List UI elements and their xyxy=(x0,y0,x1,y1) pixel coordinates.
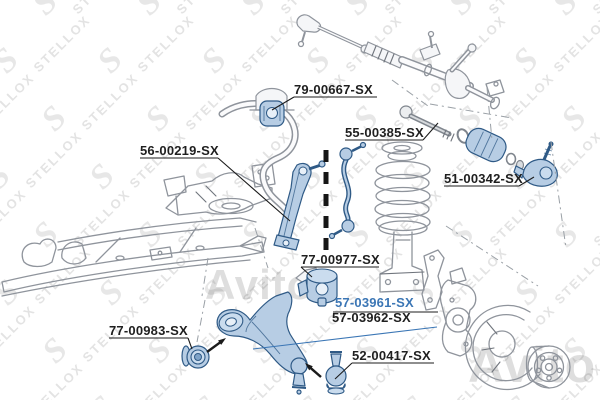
subframe-bushing-drawing xyxy=(181,345,210,369)
tie-rod-end-drawing xyxy=(513,141,558,187)
part-label-stabilizer-bushing: 79-00667-SX xyxy=(294,82,373,97)
part-label-stabilizer-link: 56-00219-SX xyxy=(140,143,219,158)
stabilizer-link-2-drawing xyxy=(328,141,367,240)
frame-rail-drawing xyxy=(163,162,276,216)
label-leaders xyxy=(109,96,535,380)
knuckle-drawing xyxy=(421,249,477,357)
brake-shield-drawing xyxy=(464,304,541,391)
control-arm-bushing-drawing xyxy=(295,267,338,307)
part-label-control-arm-bushing: 77-00977-SX xyxy=(301,252,380,267)
stabilizer-bushing-drawing xyxy=(259,100,285,127)
subframe-drawing xyxy=(1,217,267,297)
part-label-inner-tie-rod: 55-00385-SX xyxy=(345,125,424,140)
part-label-control-arm-alt: 57-03962-SX xyxy=(332,310,411,325)
part-label-subframe-bushing: 77-00983-SX xyxy=(109,323,188,338)
install-arrow-bushing xyxy=(206,338,226,353)
inner-tie-rod-drawing xyxy=(399,105,470,144)
stabilizer-link-drawing xyxy=(273,160,326,251)
ball-joint-drawing xyxy=(325,351,347,395)
steering-rack-drawing xyxy=(296,14,505,110)
install-arrow-balljoint xyxy=(305,363,322,378)
part-label-ball-joint: 52-00417-SX xyxy=(352,348,431,363)
wheel-hub-drawing xyxy=(525,345,571,389)
part-label-control-arm-highlighted: 57-03961-SX xyxy=(335,295,414,310)
part-label-tie-rod-end: 51-00342-SX xyxy=(444,171,523,186)
control-arm-drawing xyxy=(216,291,308,395)
strut-spring-drawing xyxy=(374,141,431,293)
avito-watermark-small: Avito xyxy=(205,261,314,308)
construction-lines xyxy=(196,79,567,343)
tie-rod-boot-drawing xyxy=(465,127,507,163)
tie-rod-washers-drawing xyxy=(505,152,525,171)
